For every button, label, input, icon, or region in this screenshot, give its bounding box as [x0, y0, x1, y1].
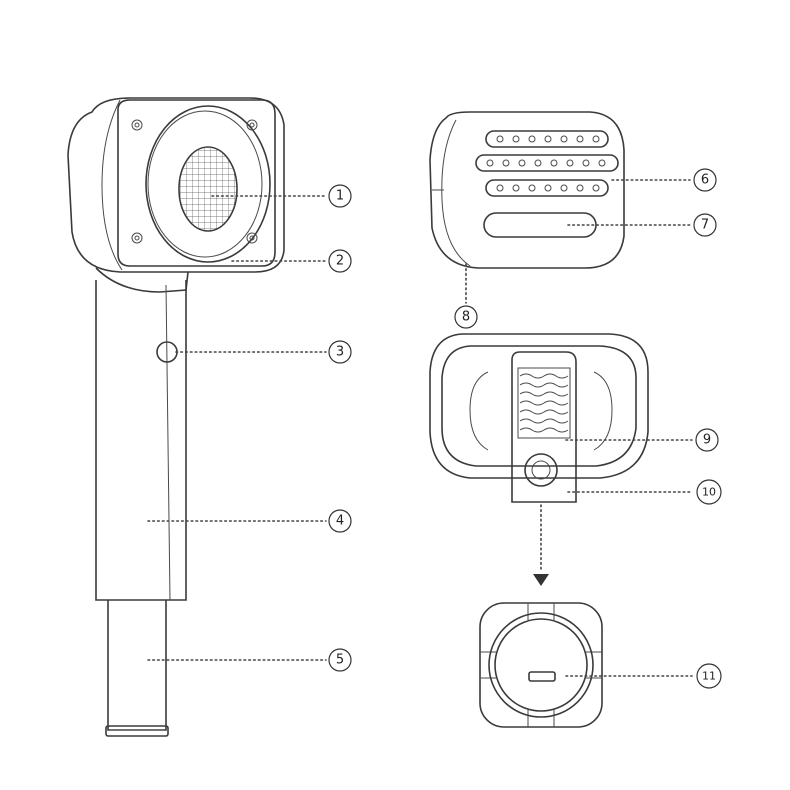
- air-intake-holes: [475, 130, 619, 197]
- callout-10: 10: [696, 479, 722, 505]
- leader-lines: [147, 179, 693, 677]
- callout-3: 3: [328, 340, 352, 364]
- air-outlet-ring: [145, 105, 271, 263]
- bottom-head-shell: [429, 333, 649, 479]
- usb-port-icon: [528, 671, 556, 682]
- callout-2-label: 2: [336, 254, 344, 269]
- callout-9: 9: [695, 428, 719, 452]
- direction-arrow-icon: [533, 504, 549, 586]
- bottom-head-view: [429, 333, 649, 503]
- connector-port: [524, 453, 558, 487]
- callout-5-label: 5: [336, 653, 344, 668]
- callout-3-label: 3: [336, 345, 344, 360]
- base-connector-view: [479, 602, 603, 728]
- callout-7-label: 7: [701, 218, 709, 233]
- callout-11: 11: [696, 663, 722, 689]
- callout-8: 8: [454, 305, 478, 329]
- filter-mesh: [519, 373, 569, 433]
- callout-7: 7: [693, 213, 717, 237]
- callout-1: 1: [328, 184, 352, 208]
- filter-cover: [511, 351, 577, 503]
- base-square: [479, 602, 603, 728]
- rear-head-shell: [429, 111, 625, 269]
- rear-head-view: [429, 111, 625, 269]
- front-plate: [117, 99, 276, 267]
- callout-8-label: 8: [462, 310, 470, 325]
- callout-6-label: 6: [701, 173, 709, 188]
- callout-11-label: 11: [702, 670, 716, 683]
- callout-5: 5: [328, 648, 352, 672]
- callout-9-label: 9: [703, 433, 711, 448]
- callout-6: 6: [693, 168, 717, 192]
- callout-4-label: 4: [336, 514, 344, 529]
- callout-10-label: 10: [702, 486, 716, 499]
- cord-tube: [107, 600, 167, 731]
- callout-1-label: 1: [336, 189, 344, 204]
- device-handle: [95, 280, 187, 601]
- callout-2: 2: [328, 249, 352, 273]
- device-head: [67, 97, 285, 273]
- screw-icons: [131, 119, 258, 244]
- callout-4: 4: [328, 509, 352, 533]
- device-side-view: [67, 97, 285, 737]
